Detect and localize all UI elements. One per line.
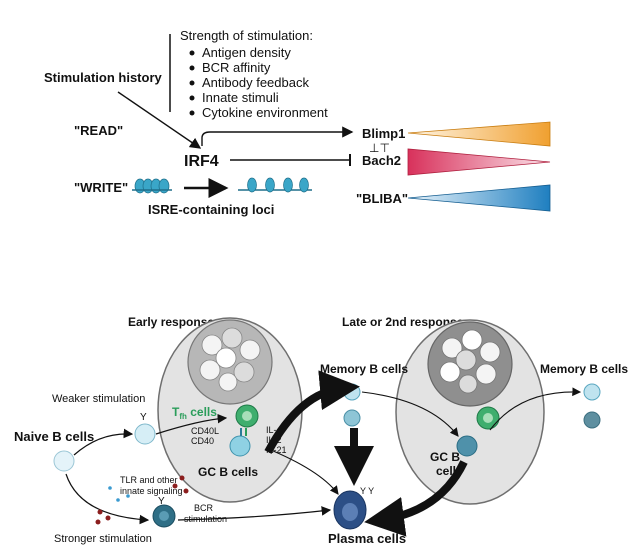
gc-b-cell-icon bbox=[229, 435, 251, 457]
innate-signal-dots bbox=[108, 486, 130, 502]
stronger-to-plasma-arrow bbox=[177, 506, 332, 521]
strongly-stimulated-nucleus bbox=[159, 511, 169, 521]
tfh-subscript: fh bbox=[179, 412, 187, 421]
late-gc-to-memory-arrow bbox=[489, 387, 582, 431]
antibody-icon: Y Y bbox=[360, 486, 374, 496]
gc-b-cell-icon-late bbox=[456, 435, 478, 457]
cd40l-label: CD40L bbox=[191, 426, 219, 436]
early-response-label: Early response bbox=[128, 315, 214, 329]
bcr-stimulation-line2: stimulation bbox=[184, 514, 227, 524]
write-label: "WRITE" bbox=[74, 180, 128, 195]
memory-b-cells-label-middle: Memory B cells bbox=[320, 362, 408, 376]
tlr-signaling-line2: innate signaling bbox=[120, 486, 183, 496]
cd40-label: CD40 bbox=[191, 436, 214, 446]
gc-b-cell-label: cell bbox=[436, 464, 456, 478]
memory-to-late-gc-arrow bbox=[361, 391, 459, 437]
memory-b-cell-icon bbox=[583, 383, 601, 401]
late-gc-to-plasma-bold-arrow bbox=[364, 460, 468, 537]
il21-label: IL-21 bbox=[266, 445, 287, 455]
compact-dna-icon bbox=[132, 178, 172, 194]
bach2-label: Bach2 bbox=[362, 153, 401, 168]
gc-to-memory-bold-arrow bbox=[264, 370, 360, 454]
strength-item-cytokine-environment: Cytokine environment bbox=[202, 105, 328, 120]
strength-title: Strength of stimulation: bbox=[180, 28, 313, 43]
gc-to-plasma-arrow bbox=[265, 447, 339, 495]
early-follicle-cells bbox=[199, 327, 261, 392]
strength-list: Antigen density BCR affinity Antibody fe… bbox=[189, 45, 328, 120]
weaker-stimulation-label: Weaker stimulation bbox=[52, 393, 145, 405]
strength-item-bcr-affinity: BCR affinity bbox=[202, 60, 271, 75]
memory-b-cell-icon bbox=[583, 411, 601, 429]
naive-b-cell-icon bbox=[53, 450, 75, 472]
bliba-gradient-wedge bbox=[407, 184, 551, 212]
activated-b-cell-icon bbox=[134, 423, 156, 445]
weaker-to-gc-arrow bbox=[155, 413, 228, 435]
tfh-main-text: T bbox=[172, 405, 180, 419]
tfh-nucleus bbox=[242, 411, 252, 421]
read-label: "READ" bbox=[74, 123, 123, 138]
strength-item-antibody-feedback: Antibody feedback bbox=[202, 75, 309, 90]
bach2-gradient-wedge bbox=[407, 148, 551, 176]
tlr-signaling-line1: TLR and other bbox=[120, 475, 178, 485]
memory-b-cell-icon bbox=[343, 409, 361, 427]
blimp1-gradient-wedge bbox=[407, 121, 551, 147]
antigen-particles bbox=[95, 475, 189, 525]
isre-loci-label: ISRE-containing loci bbox=[148, 202, 274, 217]
history-to-irf4-arrow bbox=[117, 91, 202, 149]
strength-item-antigen-density: Antigen density bbox=[202, 45, 291, 60]
memory-b-cell-icon bbox=[343, 383, 361, 401]
gc-b-cells-label: GC B cells bbox=[198, 465, 258, 479]
tfh-nucleus-late bbox=[483, 413, 493, 423]
strength-item-innate-stimuli: Innate stimuli bbox=[202, 90, 279, 105]
irf4-label: IRF4 bbox=[184, 153, 219, 170]
stimulation-history-label: Stimulation history bbox=[44, 70, 163, 85]
il4-label: IL-4 bbox=[266, 425, 282, 435]
bcr-stimulation-line1: BCR bbox=[194, 503, 214, 513]
plasma-cell-nucleus bbox=[342, 503, 358, 521]
bliba-label: "BLIBA" bbox=[356, 191, 408, 206]
gc-b-label: GC B bbox=[430, 450, 460, 464]
bcr-receptor-icon: Y bbox=[140, 412, 147, 423]
irf4-to-blimp1-arrow bbox=[201, 126, 354, 146]
tfh-cells-label: Tfh cells bbox=[172, 405, 217, 421]
bcr-receptor-icon: Y bbox=[158, 496, 165, 507]
naive-to-weaker-arrow bbox=[73, 428, 134, 456]
blimp1-label: Blimp1 bbox=[362, 126, 405, 141]
naive-to-stronger-arrow bbox=[65, 473, 150, 525]
naive-b-cells-label: Naive B cells bbox=[14, 429, 94, 444]
tfh-suffix: cells bbox=[187, 405, 217, 419]
late-follicle-cells bbox=[439, 329, 501, 394]
stronger-stimulation-label: Stronger stimulation bbox=[54, 533, 152, 545]
mutual-inhibition-symbol: ⊥⊤ bbox=[369, 141, 390, 155]
memory-b-cells-label-right: Memory B cells bbox=[540, 362, 628, 376]
open-dna-icon bbox=[238, 177, 312, 193]
plasma-cells-label: Plasma cells bbox=[328, 531, 406, 546]
late-response-label: Late or 2nd response bbox=[342, 315, 464, 329]
